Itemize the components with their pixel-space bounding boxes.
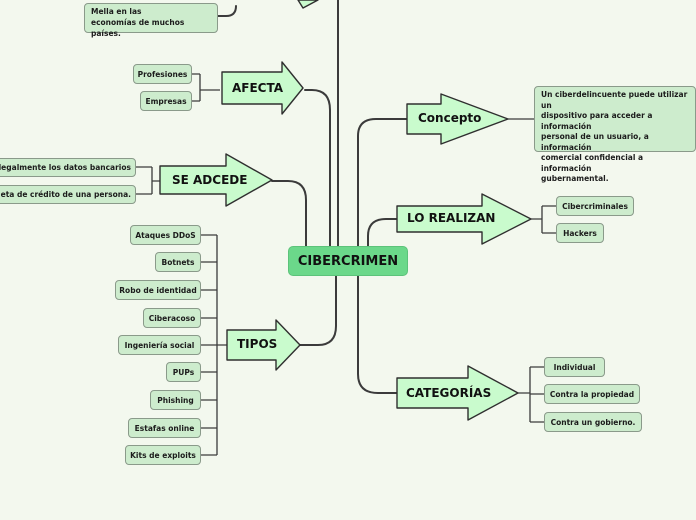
arrow-se-adcede	[159, 153, 273, 207]
node-phishing: Phishing	[150, 390, 201, 410]
arrow-top-partial	[297, 0, 319, 9]
arrow-afecta	[221, 61, 304, 115]
node-individual: Individual	[544, 357, 605, 377]
branch-label-concepto: Concepto	[418, 111, 482, 125]
node-hackers: Hackers	[556, 223, 604, 243]
node-estafas-online: Estafas online	[128, 418, 201, 438]
node-robo-identidad: Robo de identidad	[115, 280, 201, 300]
branch-label-lo-realizan: LO REALIZAN	[407, 211, 496, 225]
arrow-concepto	[406, 93, 509, 145]
connector-root-lorealizan	[367, 218, 398, 253]
node-contra-gobierno: Contra un gobierno.	[544, 412, 642, 432]
node-datos-bancarios: Ilegalmente los datos bancarios	[0, 158, 136, 177]
connector-root-categorias	[357, 275, 398, 394]
node-tarjeta-credito: rjeta de crédito de una persona.	[0, 185, 136, 204]
node-empresas: Empresas	[140, 91, 192, 111]
arrow-categorias	[396, 365, 519, 421]
connector-root-afecta	[304, 89, 331, 247]
node-ataques-ddos: Ataques DDoS	[130, 225, 201, 245]
branch-label-categorias: CATEGORÍAS	[406, 386, 492, 400]
branch-label-se-adcede: SE ADCEDE	[172, 173, 248, 187]
connector-root-tipos	[299, 275, 337, 346]
node-botnets: Botnets	[155, 252, 201, 272]
node-pups: PUPs	[166, 362, 201, 382]
branch-label-tipos: TIPOS	[237, 337, 278, 351]
connector-root-concepto	[357, 118, 408, 253]
node-contra-propiedad: Contra la propiedad	[544, 384, 640, 404]
node-ciberacoso: Ciberacoso	[143, 308, 201, 328]
root-node: CIBERCRIMEN	[288, 246, 408, 276]
node-ingenieria-social: Ingeniería social	[118, 335, 201, 355]
arrow-lo-realizan	[396, 193, 532, 245]
node-concepto-text: Un ciberdelincuente puede utilizar un di…	[534, 86, 696, 183]
node-profesiones: Profesiones	[133, 64, 192, 84]
node-top-note: Mella en las economías de muchos países.	[84, 3, 218, 38]
node-cibercriminales: Cibercriminales	[556, 196, 634, 216]
connector-root-seadcede	[271, 180, 307, 253]
arrow-tipos	[226, 319, 301, 371]
branch-label-afecta: AFECTA	[232, 81, 284, 95]
connector-top-note	[217, 5, 237, 17]
node-kits-exploits: Kits de exploits	[125, 445, 201, 465]
